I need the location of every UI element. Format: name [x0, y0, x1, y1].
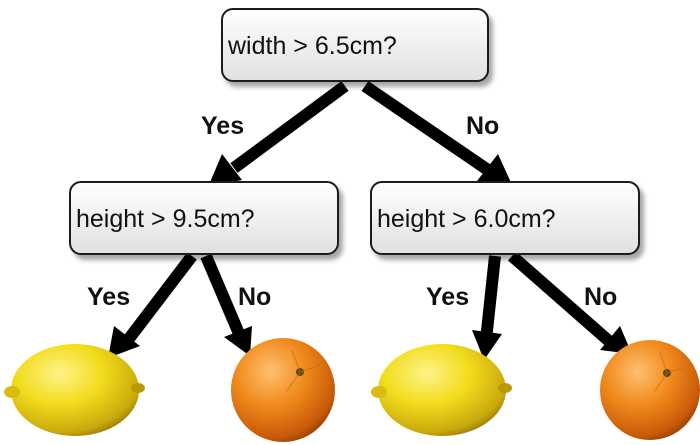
arrowhead-left-yes: [108, 326, 140, 358]
decision-node-right: height > 6.0cm?: [370, 181, 640, 255]
orange-icon: [231, 338, 335, 442]
edge-arrows: [123, 81, 614, 347]
edge-label-root-no: No: [466, 112, 499, 140]
arrow-heads: [108, 154, 632, 360]
edge-label-left-no: No: [238, 283, 271, 311]
edge-label-right-no: No: [584, 283, 617, 311]
edge-label-left-yes: Yes: [87, 283, 130, 311]
arrow-right-yes: [480, 255, 501, 341]
arrowhead-right-yes: [472, 330, 502, 360]
node-right-question: height > 6.0cm?: [377, 205, 556, 233]
arrow-left-yes: [123, 252, 197, 344]
node-left-question: height > 9.5cm?: [76, 205, 255, 233]
edge-label-root-yes: Yes: [201, 112, 244, 140]
arrowhead-root-no: [477, 154, 513, 187]
lemon-icon: [371, 344, 512, 436]
arrowhead-right-no: [600, 326, 632, 354]
arrow-left-no: [200, 253, 246, 339]
edge-label-right-yes: Yes: [426, 283, 469, 311]
node-root-question: width > 6.5cm?: [227, 32, 397, 60]
lemon-icon: [4, 344, 145, 436]
arrow-right-no: [508, 251, 614, 347]
decision-node-left: height > 9.5cm?: [69, 181, 339, 255]
arrow-root-yes: [230, 81, 349, 173]
arrowhead-root-yes: [208, 154, 242, 187]
arrowhead-left-no: [224, 326, 252, 356]
arrow-root-no: [361, 81, 492, 175]
decision-node-root: width > 6.5cm?: [221, 8, 489, 82]
orange-icon: [600, 340, 700, 440]
